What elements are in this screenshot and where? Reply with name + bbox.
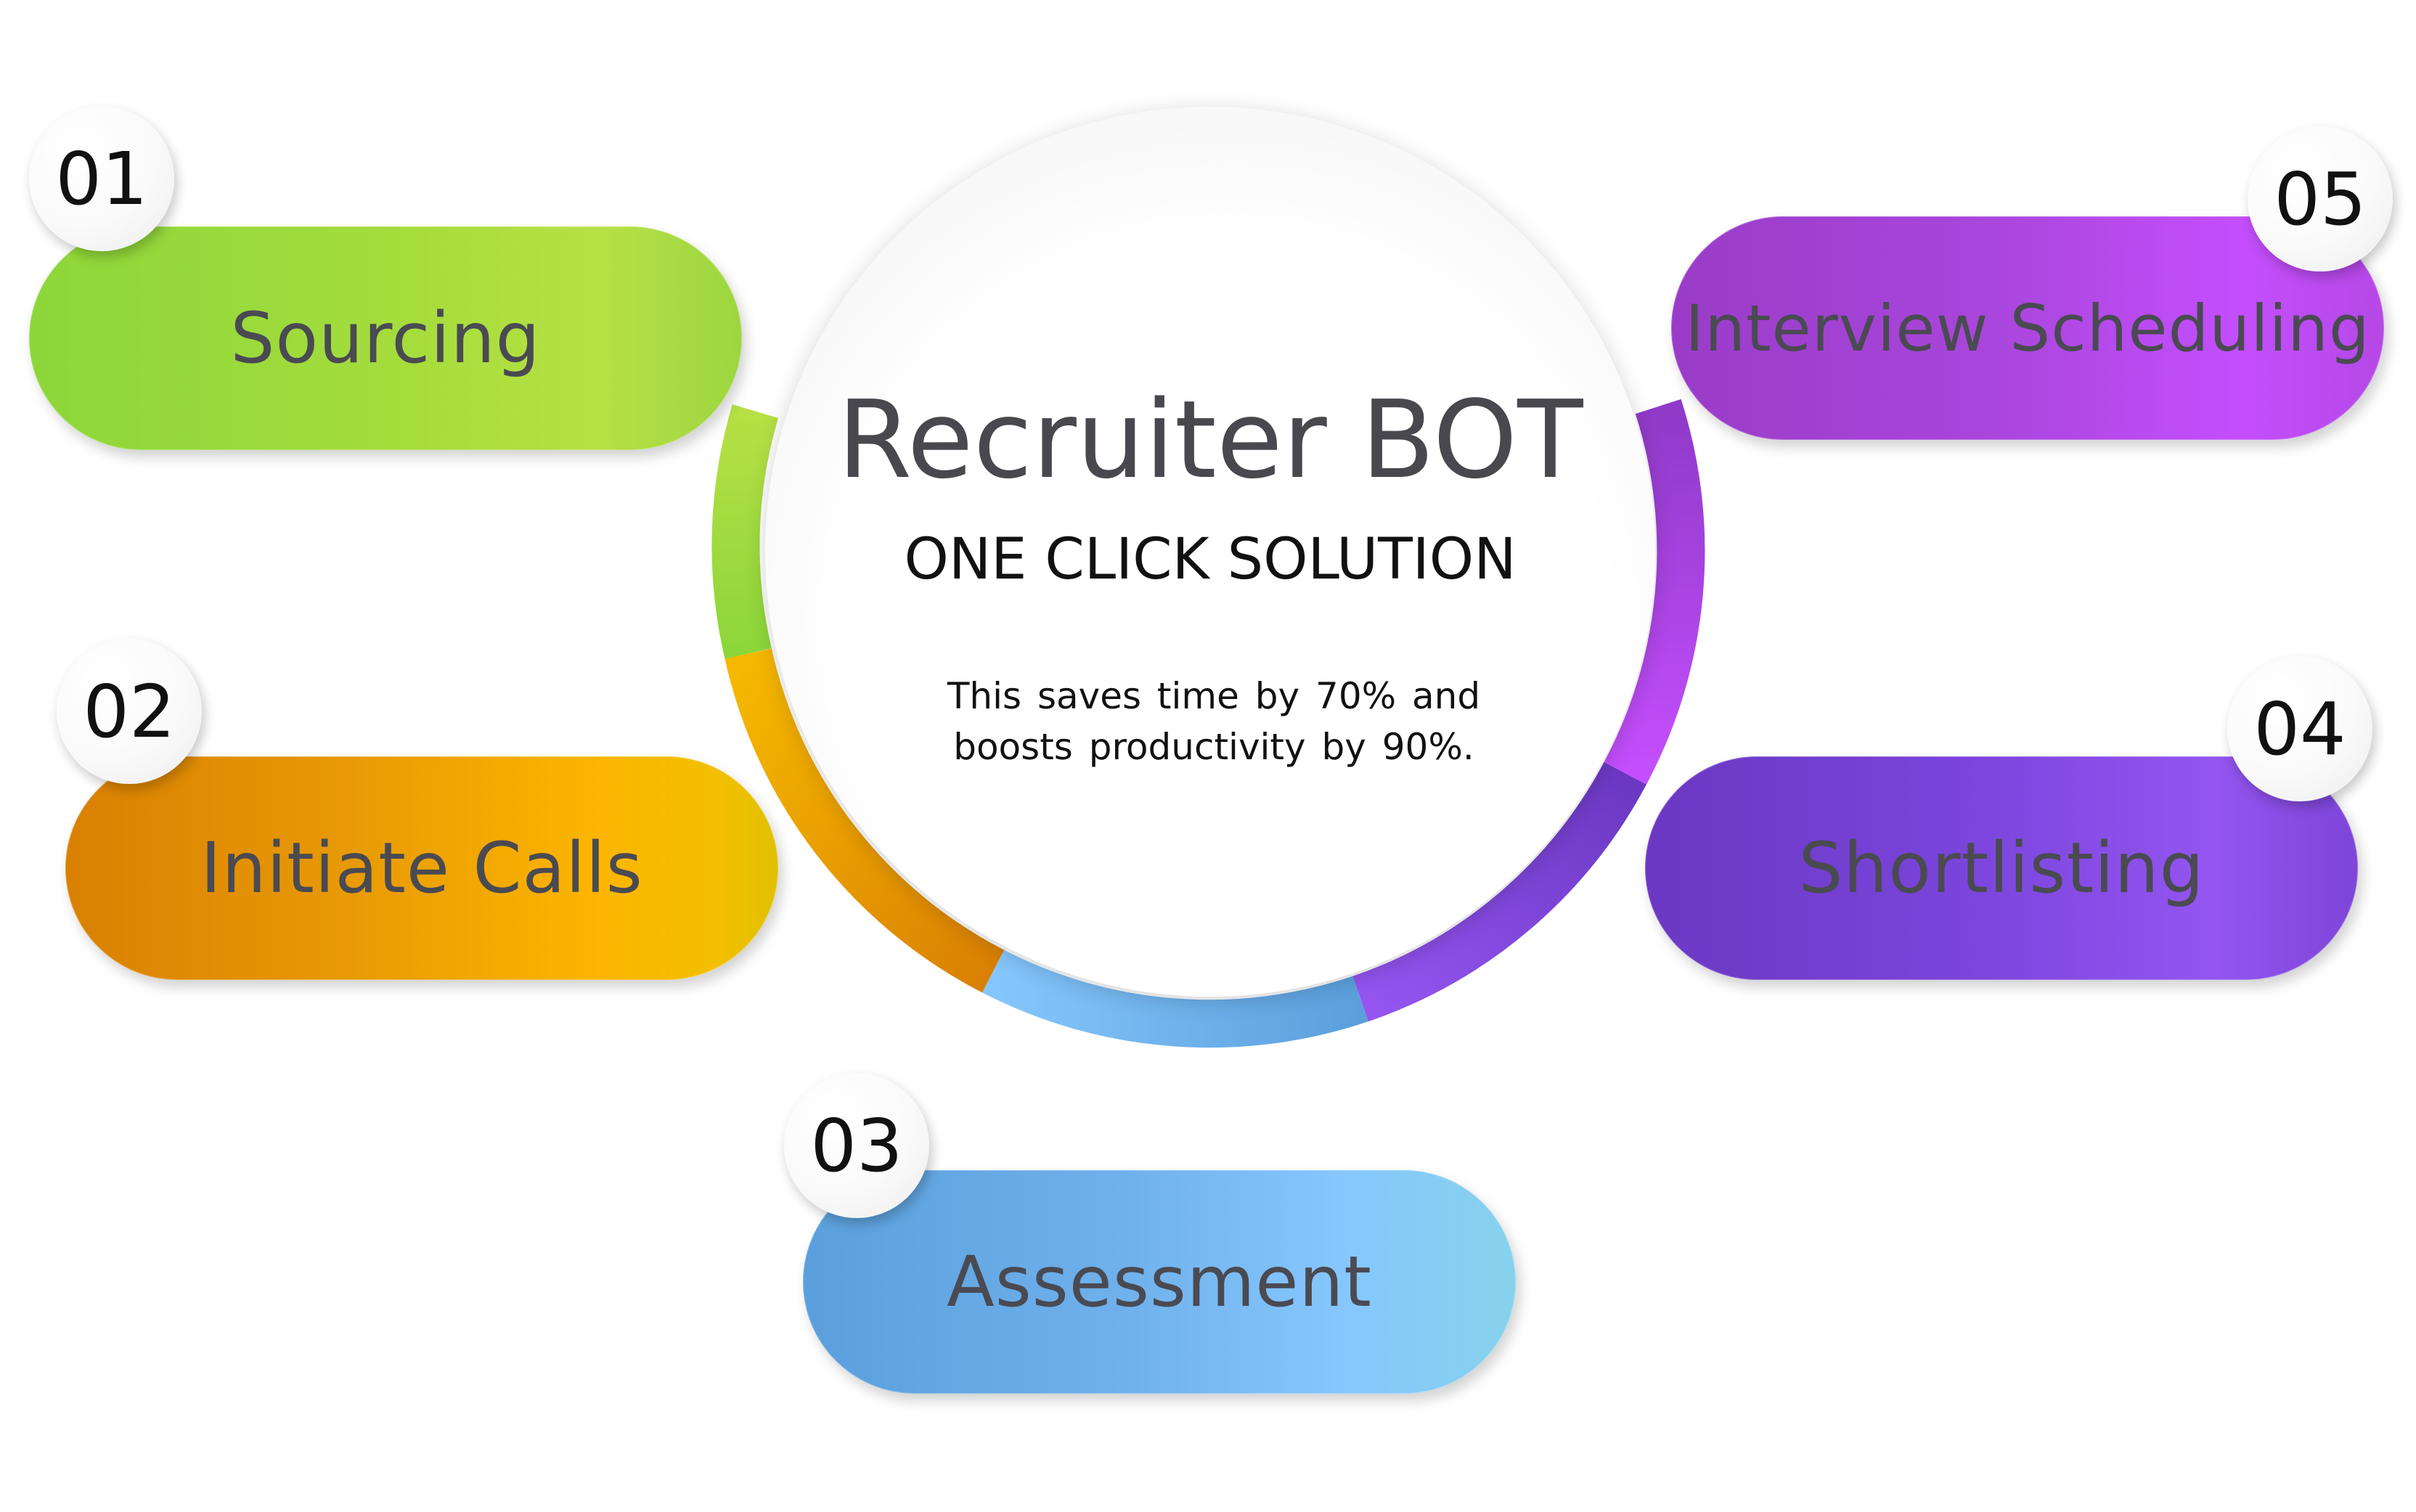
step-assessment: Assessment (803, 1170, 1516, 1394)
center-circle (765, 107, 1655, 997)
ring-segment-assessment (982, 949, 1368, 1048)
step-label: Sourcing (230, 298, 541, 379)
step-sourcing: Sourcing (29, 226, 742, 450)
step-label: Initiate Calls (200, 827, 643, 909)
step-number: 02 (83, 669, 176, 754)
step-label: Shortlisting (1798, 827, 2205, 909)
center-title: Recruiter BOT (837, 377, 1583, 502)
step-number-badge: 02 (57, 639, 202, 784)
step-number: 05 (2274, 156, 2367, 242)
step-label: Interview Scheduling (1685, 290, 2370, 366)
step-interview-scheduling: Interview Scheduling (1671, 216, 2384, 440)
step-number: 01 (55, 136, 148, 221)
step-number: 04 (2253, 686, 2346, 772)
step-number-badge: 01 (29, 106, 174, 251)
step-shortlisting: Shortlisting (1645, 756, 2358, 980)
step-number-badge: 05 (2248, 126, 2393, 271)
step-label: Assessment (947, 1241, 1372, 1323)
step-initiate-calls: Initiate Calls (65, 756, 778, 980)
ring-segment-shortlisting (1352, 761, 1646, 1022)
ring-segment-sourcing (711, 404, 779, 660)
ring-segment-initiate-calls (725, 648, 1005, 993)
ring-segment-interview-scheduling (1604, 399, 1705, 785)
step-number-badge: 04 (2227, 656, 2372, 801)
step-number: 03 (810, 1103, 903, 1188)
center-subtitle: ONE CLICK SOLUTION (904, 527, 1517, 592)
step-number-badge: 03 (784, 1073, 929, 1218)
center-description: This saves time by 70% and boosts produc… (947, 675, 1481, 768)
